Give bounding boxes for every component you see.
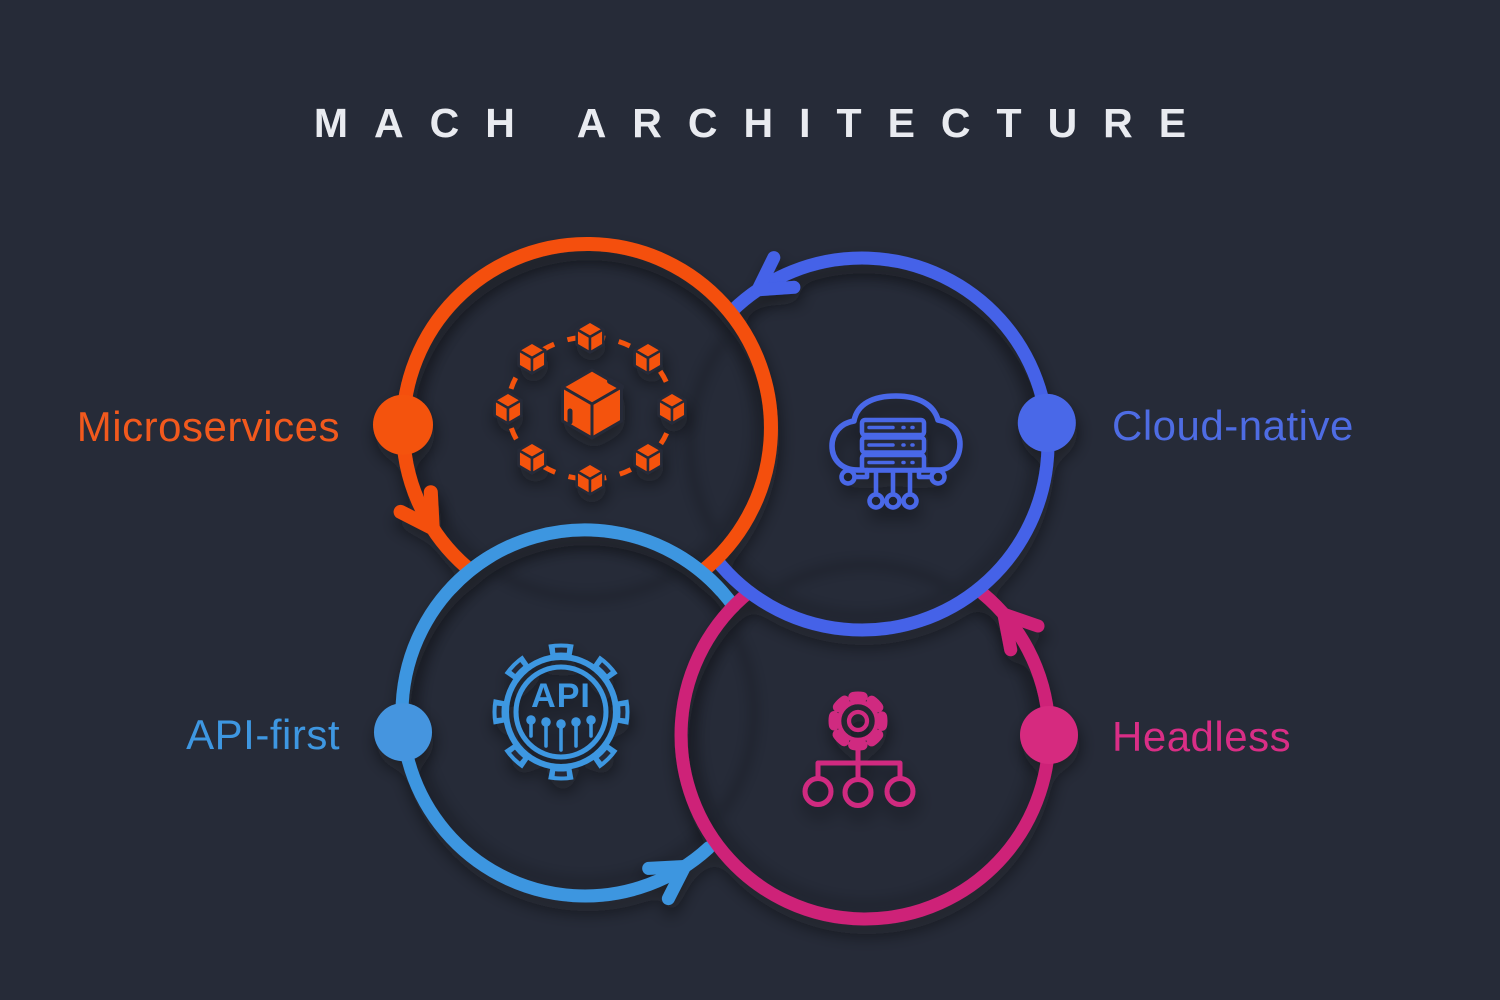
label-cloud-native: Cloud-native bbox=[1112, 402, 1354, 449]
cloud-server-icon bbox=[829, 393, 963, 510]
label-headless: Headless bbox=[1112, 713, 1292, 760]
cloud-native-node-dot bbox=[1017, 393, 1076, 452]
headless-arrow-icon bbox=[997, 607, 1045, 657]
api-first-arrow-icon bbox=[642, 860, 692, 906]
label-api-first: API-first bbox=[186, 711, 340, 758]
headless-ring bbox=[674, 585, 1078, 926]
blockchain-cubes-icon bbox=[493, 320, 687, 496]
microservices-ring bbox=[373, 237, 778, 579]
gear-hierarchy-icon bbox=[802, 691, 916, 808]
api-first-node-dot bbox=[374, 703, 432, 762]
api-first-overpass bbox=[444, 548, 728, 598]
headless-node-dot bbox=[1020, 706, 1078, 764]
microservices-node-dot bbox=[373, 394, 433, 455]
inner-shadow-rings bbox=[410, 252, 1041, 911]
api-icon-label: API bbox=[531, 677, 591, 715]
microservices-arrow-icon bbox=[393, 485, 440, 536]
cloud-native-ring bbox=[709, 251, 1076, 637]
api-first-ring bbox=[374, 523, 741, 906]
api-first-circle-arc bbox=[395, 523, 741, 903]
cloud-native-arrow-icon bbox=[751, 251, 801, 297]
page-title: MACH ARCHITECTURE bbox=[313, 100, 1213, 146]
api-gear-icon: API bbox=[492, 643, 630, 781]
label-microservices: Microservices bbox=[76, 403, 340, 450]
cloud-native-circle-arc bbox=[709, 251, 1055, 637]
